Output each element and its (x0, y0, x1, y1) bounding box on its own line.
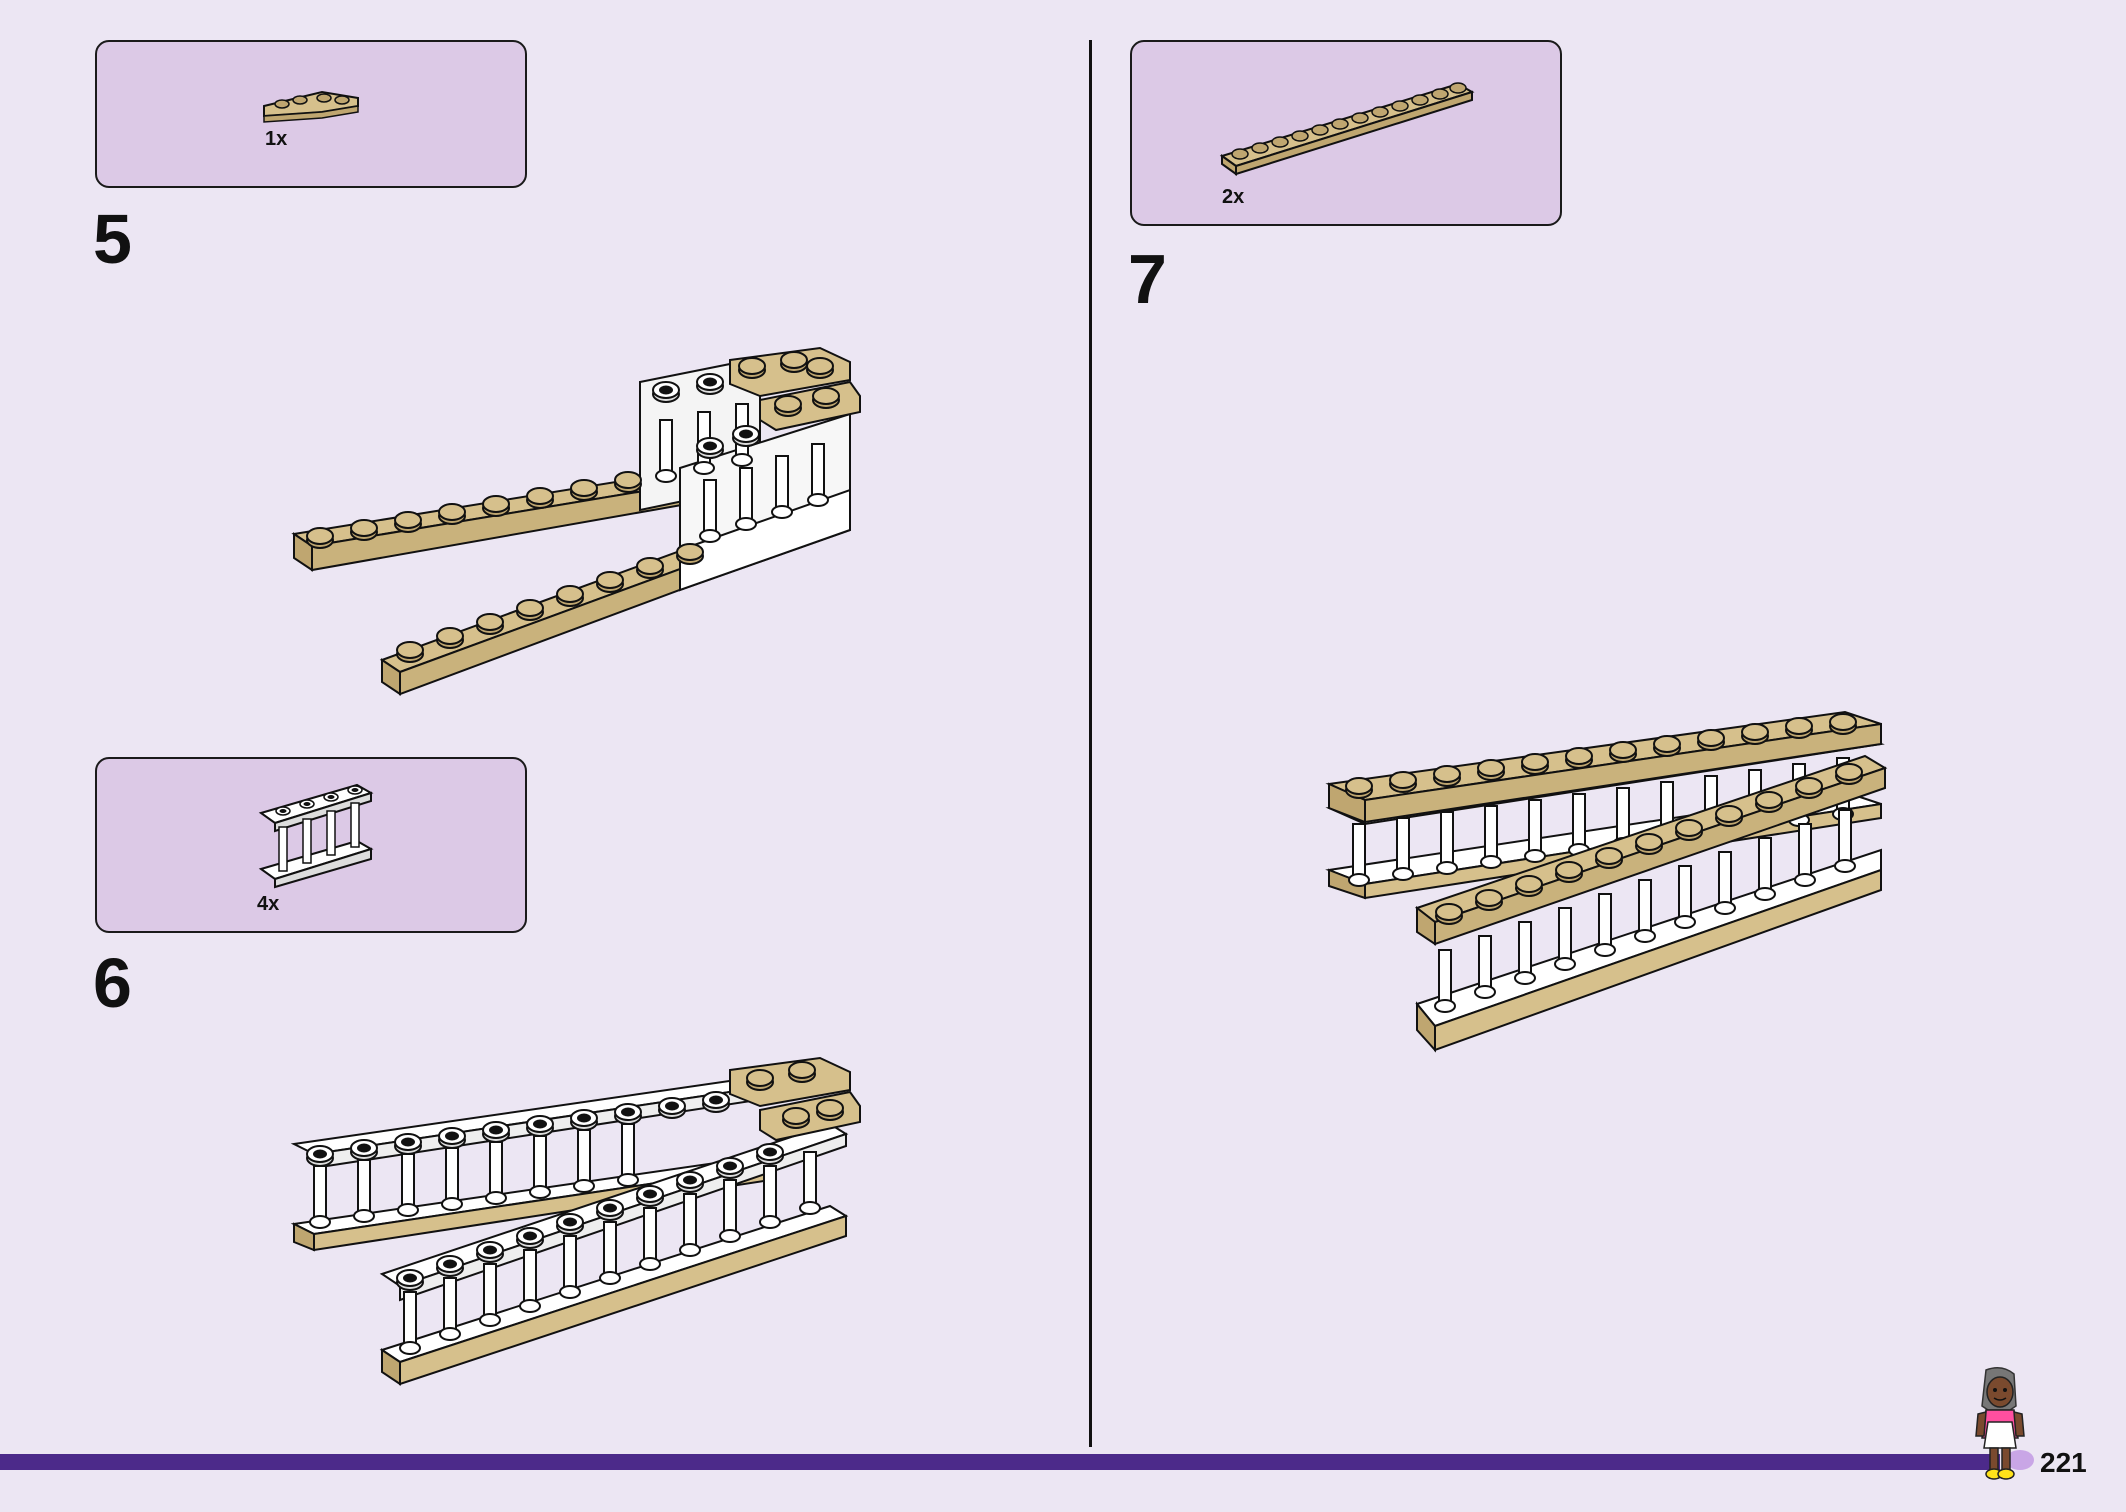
parts-callout-step-5: 1x (95, 40, 527, 188)
footer-accent-bar (0, 1454, 2000, 1470)
wedge-plate-part-icon (263, 90, 359, 123)
fence-part-icon (258, 783, 374, 889)
step-number: 6 (93, 944, 132, 1022)
column-divider (1089, 40, 1092, 1447)
page-number: 221 (2040, 1447, 2087, 1478)
step-5-assembly-illustration (291, 346, 861, 696)
part-quantity: 2x (1222, 186, 1245, 208)
part-quantity: 4x (257, 893, 280, 915)
step-number: 7 (1128, 240, 1167, 318)
step-number: 5 (93, 200, 132, 278)
step-6-assembly-illustration (290, 1056, 861, 1386)
step-7-assembly-illustration (1325, 710, 1888, 1053)
parts-callout-step-6: 4x (95, 757, 527, 933)
parts-callout-step-7: 2x (1130, 40, 1562, 226)
part-quantity: 1x (265, 128, 288, 150)
long-tan-plate-part-icon (1219, 82, 1475, 176)
minifigure-mascot-icon (1975, 1367, 2034, 1480)
